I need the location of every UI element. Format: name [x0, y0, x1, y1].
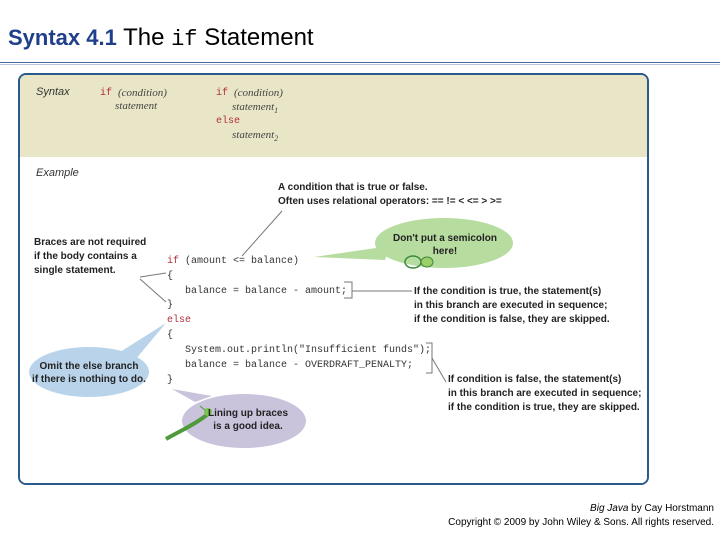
line-up-line1: Lining up braces [208, 408, 289, 419]
braces-pointer-1 [139, 272, 167, 278]
example-area: Example [20, 159, 647, 483]
line-up-bubble-shape [182, 394, 306, 448]
title-bar: Syntax 4.1 The if Statement [0, 0, 720, 65]
syntax-form1-condition: (condition) [118, 87, 167, 99]
statement1-text: statement [232, 101, 275, 113]
false-branch-annotation: If condition is false, the statement(s) … [448, 373, 641, 415]
title-rule-light [0, 64, 720, 65]
title-rule [0, 62, 720, 63]
omit-else-bubble-shape [29, 347, 149, 397]
code-line-7: System.out.println("Insufficient funds")… [167, 345, 432, 356]
line-up-line2: is a good idea. [213, 421, 283, 432]
syntax-form2-statement1: statement1 [232, 101, 278, 115]
true-branch-line2: in this branch are executed in sequence; [414, 300, 608, 311]
statement1-sub: 1 [274, 106, 279, 116]
statement2-text: statement [232, 129, 275, 141]
semicolon-bubble-text: Don't put a semicolon here! [392, 233, 498, 257]
code-line-2: { [167, 271, 174, 282]
code-line-8: balance = balance - OVERDRAFT_PENALTY; [167, 360, 414, 371]
title-post: Statement [204, 24, 314, 51]
braces-note-line3: single statement. [34, 265, 116, 276]
omit-else-line1: Omit the else branch [39, 361, 139, 372]
semicolon-bubble-shape [375, 218, 513, 268]
condition-note-line1: A condition that is true or false. [278, 182, 428, 193]
condition-annotation: A condition that is true or false. Often… [278, 181, 502, 209]
example-label: Example [36, 167, 79, 179]
syntax-divider [20, 157, 647, 159]
omit-else-line2: if there is nothing to do. [32, 374, 146, 385]
code-line-1: (amount <= balance) [185, 256, 300, 267]
syntax-form1-if: if [100, 88, 113, 99]
true-branch-annotation: If the condition is true, the statement(… [414, 285, 610, 327]
slide-title: Syntax 4.1 The if Statement [8, 24, 314, 52]
syntax-form2-if: if [216, 88, 229, 99]
book-author: by Cay Horstmann [628, 503, 714, 514]
true-branch-line1: If the condition is true, the statement(… [414, 286, 602, 297]
syntax-label: Syntax [36, 86, 70, 98]
title-prefix: Syntax 4.1 [8, 25, 117, 50]
true-branch-bracket [344, 281, 353, 299]
omit-else-bubble-tail [120, 323, 166, 360]
code-line-if-keyword: if [167, 256, 180, 267]
semicolon-bubble-tail [314, 246, 390, 260]
false-branch-line3: if the condition is true, they are skipp… [448, 402, 640, 413]
book-credit: Big Java by Cay Horstmann [590, 503, 714, 514]
false-branch-line1: If condition is false, the statement(s) [448, 374, 622, 385]
syntax-form2-condition: (condition) [234, 87, 283, 99]
syntax-form2-statement2: statement2 [232, 129, 278, 143]
copyright-notice: Copyright © 2009 by John Wiley & Sons. A… [448, 517, 714, 528]
condition-note-line2: Often uses relational operators: == != <… [278, 196, 502, 207]
condition-pointer [241, 210, 283, 257]
line-up-bubble-tail [172, 389, 212, 402]
code-line-4: } [167, 300, 174, 311]
braces-note-line1: Braces are not required [34, 237, 147, 248]
true-branch-line3: if the condition is false, they are skip… [414, 314, 610, 325]
syntax-area: Syntax if (condition) statement if (cond… [20, 75, 647, 157]
syntax-frame: Syntax if (condition) statement if (cond… [18, 73, 649, 485]
book-title: Big Java [590, 503, 629, 514]
title-pre: The [123, 24, 165, 51]
code-line-6: { [167, 330, 174, 341]
code-line-5: else [167, 315, 192, 326]
line-up-bubble-text: Lining up braces is a good idea. [208, 407, 288, 433]
omit-else-bubble-text: Omit the else branch if there is nothing… [30, 360, 148, 386]
caterpillar-icon [404, 255, 434, 269]
mascot-icon [164, 405, 212, 441]
braces-pointer-2 [139, 278, 167, 303]
false-branch-pointer [431, 357, 447, 383]
false-branch-line2: in this branch are executed in sequence; [448, 388, 642, 399]
title-keyword: if [171, 27, 198, 52]
syntax-form1-statement: statement [115, 100, 158, 112]
code-line-3: balance = balance - amount; [167, 286, 348, 297]
code-line-9: } [167, 375, 174, 386]
syntax-form2-else: else [216, 116, 241, 127]
braces-note-line2: if the body contains a [34, 251, 137, 262]
statement2-sub: 2 [274, 134, 279, 144]
braces-annotation: Braces are not required if the body cont… [34, 236, 146, 278]
